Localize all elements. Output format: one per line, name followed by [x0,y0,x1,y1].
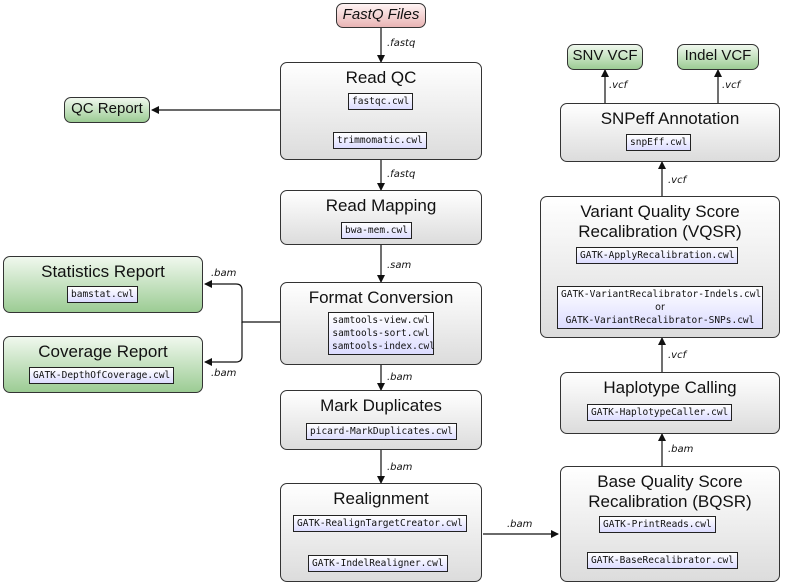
haplotype-calling-title: Haplotype Calling [603,378,737,397]
indel-vcf-label: Indel VCF [684,47,752,64]
statistics-report-output: Statistics Report [3,256,203,313]
edge-label-bam-2: .bam [387,462,413,473]
snpeff-title: SNPeff Annotation [600,109,740,128]
indel-vcf-output: Indel VCF [677,44,759,70]
bqsr-title-line2: Recalibration (BQSR) [588,492,752,511]
samtools-view-file: samtools-view.cwl [332,315,430,326]
variant-recalibrator-files: GATK-VariantRecalibrator-Indels.cwl or G… [557,286,763,329]
coverage-report-output: Coverage Report [3,336,203,393]
edge-label-fastq-2: .fastq [387,169,416,180]
read-qc-step: Read QC [280,62,482,160]
edge-format-coverage [204,322,243,366]
statistics-report-title: Statistics Report [41,262,165,281]
snpeff-file: snpEff.cwl [626,134,692,151]
samtools-index-file: samtools-index.cwl [332,341,435,352]
edge-format-stats [204,280,280,323]
bamstat-file: bamstat.cwl [67,286,138,303]
apply-recalibration-file: GATK-ApplyRecalibration.cwl [576,247,739,264]
vqsr-title-line1: Variant Quality Score [580,202,740,221]
mark-duplicates-step: Mark Duplicates [280,390,482,450]
haplotype-caller-file: GATK-HaplotypeCaller.cwl [587,404,733,421]
edge-label-bam-1: .bam [387,372,413,383]
bwa-mem-file: bwa-mem.cwl [341,222,412,239]
snpeff-step: SNPeff Annotation [560,103,780,162]
bqsr-title-line1: Base Quality Score [597,472,743,491]
edge-label-vcf-snv: .vcf [609,80,628,91]
fastq-files-input: FastQ Files [336,3,426,28]
snv-vcf-label: SNV VCF [572,47,638,64]
or-label: or [655,302,665,313]
print-reads-file: GATK-PrintReads.cwl [599,516,716,533]
format-conversion-title: Format Conversion [308,288,454,307]
mark-duplicates-title: Mark Duplicates [320,396,442,415]
fastq-files-label: FastQ Files [342,6,420,23]
edge-label-sam: .sam [387,260,412,271]
variant-recalibrator-snps-file: GATK-VariantRecalibrator-SNPs.cwl [565,315,755,326]
vqsr-title-line2: Recalibration (VQSR) [578,222,742,241]
mark-duplicates-file: picard-MarkDuplicates.cwl [306,423,457,440]
read-mapping-step: Read Mapping [280,190,482,245]
qc-report-output: QC Report [64,97,150,123]
edge-label-bam-cov: .bam [211,368,237,379]
edge-label-vcf-indel: .vcf [722,80,741,91]
edge-label-fastq-1: .fastq [387,38,416,49]
haplotype-calling-step: Haplotype Calling [560,372,780,434]
samtools-sort-file: samtools-sort.cwl [332,328,430,339]
depth-of-coverage-file: GATK-DepthOfCoverage.cwl [29,367,175,384]
realignment-title: Realignment [333,489,429,508]
indel-realigner-file: GATK-IndelRealigner.cwl [308,555,448,572]
variant-recalibrator-indels-file: GATK-VariantRecalibrator-Indels.cwl [561,289,762,300]
trimmomatic-file: trimmomatic.cwl [333,132,427,149]
read-qc-title: Read QC [345,68,417,87]
edge-label-vcf-2: .vcf [668,175,687,186]
edge-label-bam-4: .bam [668,444,694,455]
base-recalibrator-file: GATK-BaseRecalibrator.cwl [587,552,738,569]
read-mapping-title: Read Mapping [325,196,437,215]
edge-label-bam-stats: .bam [211,268,237,279]
samtools-files: samtools-view.cwl samtools-sort.cwl samt… [328,312,435,355]
edge-label-bam-3: .bam [507,519,533,530]
qc-report-label: QC Report [71,100,143,117]
snv-vcf-output: SNV VCF [567,44,643,70]
fastqc-file: fastqc.cwl [348,93,414,110]
realign-target-creator-file: GATK-RealignTargetCreator.cwl [293,515,467,532]
edge-label-vcf-1: .vcf [668,350,687,361]
coverage-report-title: Coverage Report [38,342,168,361]
